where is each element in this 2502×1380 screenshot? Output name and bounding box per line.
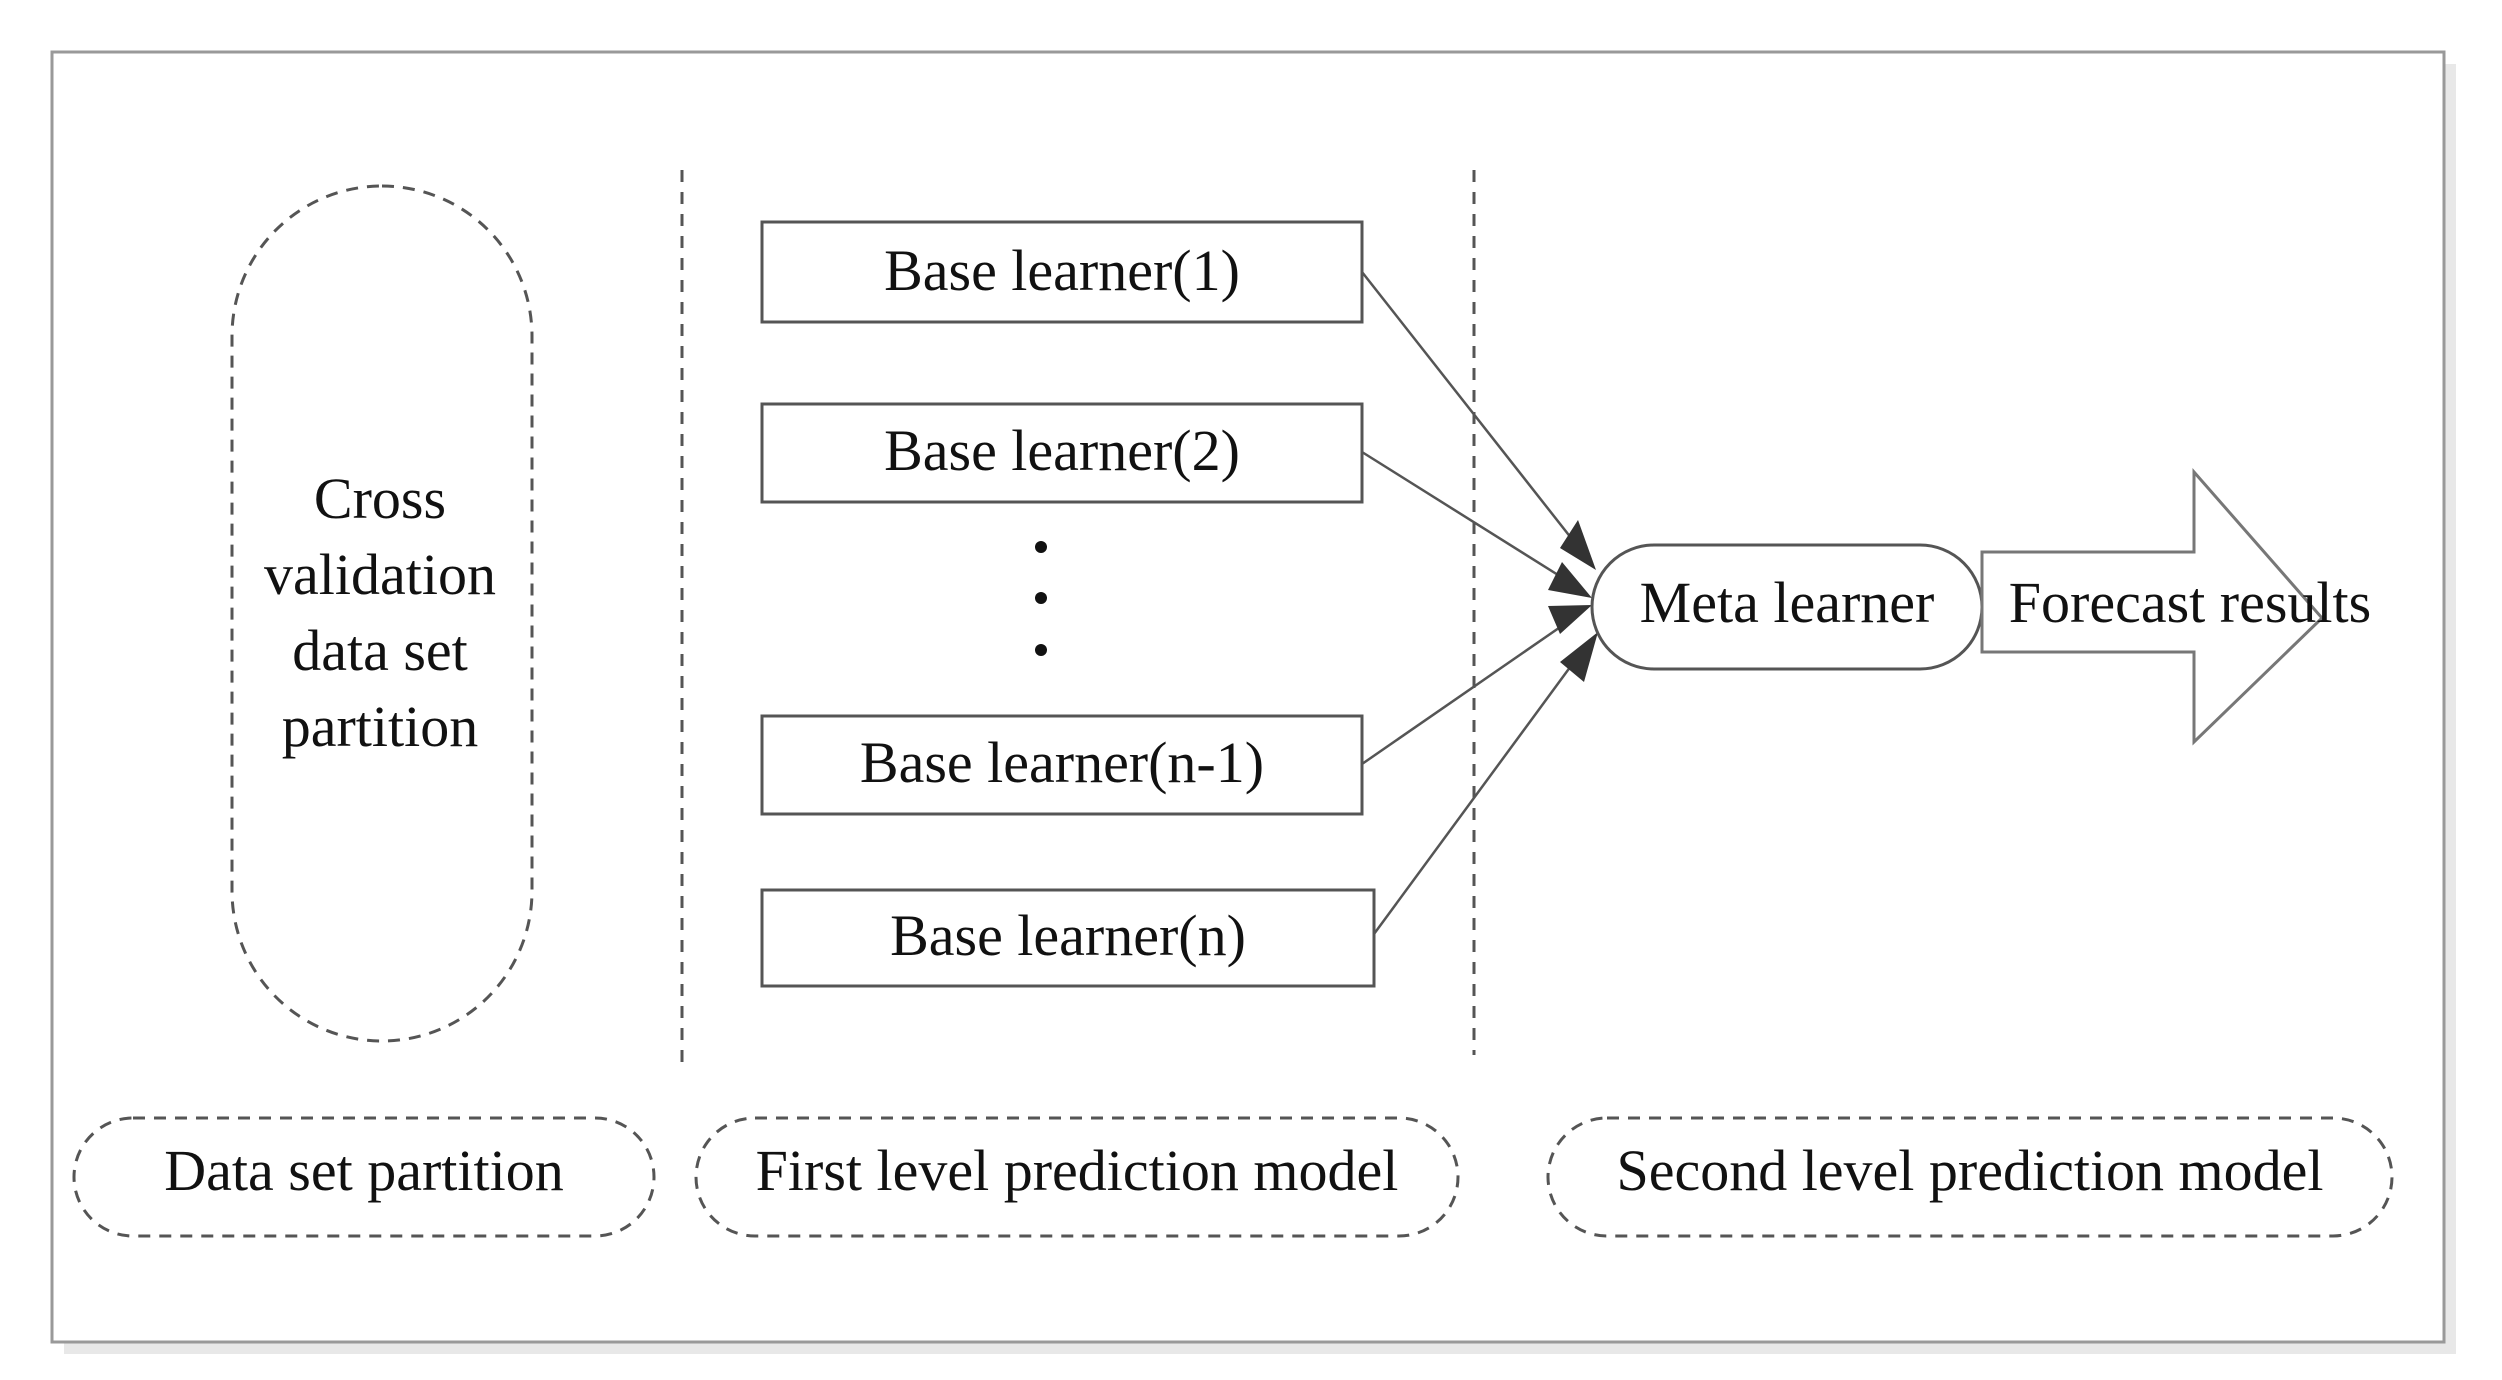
arrow-base-2-to-meta bbox=[1361, 450, 1583, 592]
forecast-results-label: Forecast results bbox=[2009, 570, 2371, 635]
cv-line-4: partition bbox=[282, 694, 479, 759]
base-learner-1-label: Base learner(1) bbox=[884, 238, 1240, 303]
base-learner-2-label: Base learner(2) bbox=[884, 418, 1240, 483]
meta-learner-label: Meta learner bbox=[1640, 570, 1935, 635]
arrowhead-4 bbox=[1560, 632, 1598, 682]
section-data-set-partition bbox=[72, 1116, 656, 1238]
arrowhead-1 bbox=[1560, 520, 1596, 570]
arrowhead-2 bbox=[1548, 562, 1592, 598]
base-learner-n-box bbox=[760, 888, 1376, 988]
section-first-level-label: First level prediction model bbox=[756, 1138, 1399, 1203]
base-learner-n-1-box bbox=[760, 714, 1364, 816]
base-learner-n-label: Base learner(n) bbox=[890, 903, 1246, 968]
ellipsis-dot-1 bbox=[1035, 541, 1047, 553]
arrowhead-3 bbox=[1548, 605, 1592, 634]
cv-line-1: Cross bbox=[314, 466, 446, 531]
cross-validation-pill bbox=[230, 184, 534, 1043]
base-learner-n-1-label: Base learner(n-1) bbox=[860, 730, 1264, 795]
forecast-results-arrow bbox=[1980, 468, 2325, 746]
cv-line-3: data set bbox=[292, 618, 468, 683]
arrow-base-1-to-meta bbox=[1361, 271, 1592, 564]
section-second-level bbox=[1546, 1116, 2394, 1238]
cv-line-2: validation bbox=[264, 542, 496, 607]
base-learner-1-box bbox=[760, 220, 1364, 324]
arrow-base-n-to-meta bbox=[1372, 639, 1592, 935]
ellipsis-dot-2 bbox=[1035, 592, 1047, 604]
arrow-base-n-1-to-meta bbox=[1361, 610, 1583, 766]
section-second-level-label: Second level prediction model bbox=[1616, 1138, 2323, 1203]
ellipsis-dot-3 bbox=[1035, 644, 1047, 656]
section-first-level bbox=[694, 1116, 1460, 1238]
section-data-set-partition-label: Data set partition bbox=[164, 1138, 563, 1203]
